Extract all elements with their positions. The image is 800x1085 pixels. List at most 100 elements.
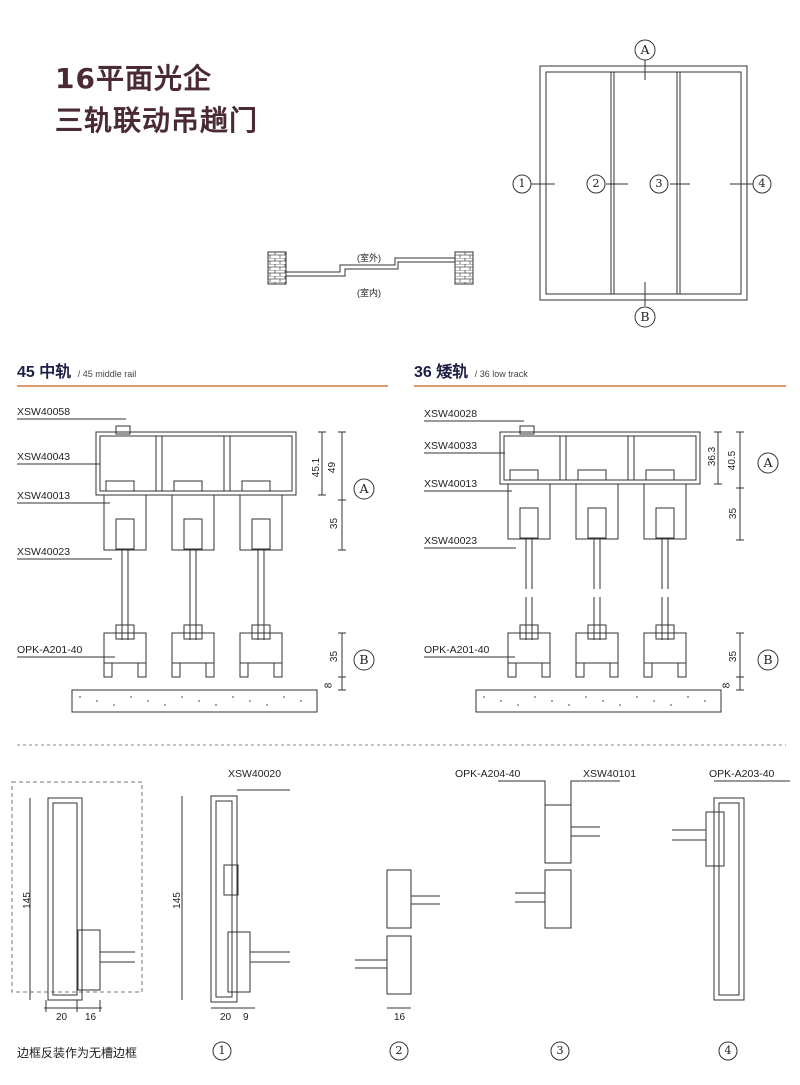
d1-frame-profile — [210, 795, 238, 1003]
elevation-marker-1: 1 — [518, 177, 526, 190]
d1-part-label: XSW40020 — [228, 768, 282, 780]
lt-bottom-guide-slot-1 — [519, 624, 539, 640]
mr-part-label-2: XSW40043 — [17, 451, 71, 463]
mr-sash-slot-3 — [251, 518, 271, 550]
lt-floor-speck-8 — [602, 700, 604, 702]
middle-rail-subtitle: / 45 middle rail — [77, 369, 137, 379]
elevation-marker-4-circle — [752, 174, 772, 194]
elevation-marker-a-circle — [634, 39, 656, 61]
left-wall-icon — [267, 251, 287, 285]
mr-roller-1 — [105, 480, 135, 492]
mr-floor-speck-10 — [232, 696, 234, 698]
lt-sash-slot-1 — [519, 507, 539, 539]
lt-marker-b-circle — [757, 649, 779, 671]
mr-guide-foot-r-2 — [205, 663, 215, 678]
mr-floor-speck-8 — [198, 700, 200, 702]
detail-marker-3: 3 — [556, 1044, 564, 1057]
lt-roller-2 — [577, 469, 607, 481]
lt-floor-slab — [475, 689, 722, 713]
d0-frame-inner — [52, 802, 78, 996]
detail-marker-1: 1 — [218, 1044, 226, 1057]
lt-part-label-5: OPK-A201-40 — [424, 644, 490, 656]
mr-sash-slot-2 — [183, 518, 203, 550]
mr-marker-a-circle — [353, 478, 375, 500]
elevation-marker-3: 3 — [655, 177, 663, 190]
mr-floor-speck-5 — [147, 700, 149, 702]
low-track-subtitle: / 36 low track — [474, 369, 528, 379]
d4-part-label: OPK-A203-40 — [709, 768, 775, 780]
d0-frame-profile — [47, 797, 83, 1001]
d3-part-label-2: XSW40101 — [583, 768, 637, 780]
lt-roller-3 — [645, 469, 675, 481]
elevation-frame — [539, 65, 748, 301]
elevation-marker-b-circle — [634, 306, 656, 328]
mr-bottom-guide-slot-3 — [251, 624, 271, 640]
lt-bottom-guide-1 — [507, 632, 551, 664]
d4-sash — [705, 811, 725, 867]
mr-floor-slab — [71, 689, 318, 713]
lt-part-label-2: XSW40033 — [424, 440, 478, 452]
elevation-marker-3-circle — [649, 174, 669, 194]
low-track-title: 36 矮轨 — [414, 364, 469, 381]
mr-floor-speck-14 — [300, 700, 302, 702]
mr-floor-speck-12 — [266, 704, 268, 706]
d0-dashed-box — [11, 781, 143, 993]
mr-bottom-guide-2 — [171, 632, 215, 664]
mr-sash-head-1 — [103, 494, 147, 551]
lt-floor-speck-12 — [670, 704, 672, 706]
mr-floor-speck-9 — [215, 704, 217, 706]
lt-sash-head-3 — [643, 483, 687, 540]
lt-top-rail — [499, 431, 701, 485]
mr-floor-speck-13 — [283, 696, 285, 698]
lt-sash-head-2 — [575, 483, 619, 540]
d3-upper-sash — [544, 804, 572, 864]
mr-floor-speck-11 — [249, 700, 251, 702]
mr-part-label-4: XSW40023 — [17, 546, 71, 558]
mr-floor-speck-7 — [181, 696, 183, 698]
lt-floor-speck-2 — [500, 700, 502, 702]
section-title-low-track: 36 矮轨 / 36 low track — [414, 358, 528, 382]
lt-roller-1 — [509, 469, 539, 481]
lt-floor-speck-1 — [483, 696, 485, 698]
detail-marker-4: 4 — [724, 1044, 732, 1057]
mr-marker-b: B — [359, 652, 369, 667]
d1-frame-inner — [215, 800, 233, 998]
lt-guide-foot-r-3 — [677, 663, 687, 678]
lt-bottom-guide-3 — [643, 632, 687, 664]
lt-bottom-guide-slot-3 — [655, 624, 675, 640]
lt-top-rail-inner — [503, 435, 697, 481]
mr-bottom-guide-slot-1 — [115, 624, 135, 640]
mr-floor-speck-6 — [164, 704, 166, 706]
door-plan-line-inner — [286, 261, 455, 277]
lt-guide-foot-r-1 — [541, 663, 551, 678]
d2-dim-16: 16 — [394, 1012, 406, 1023]
elevation-marker-2: 2 — [592, 177, 600, 190]
mr-part-label-5: OPK-A201-40 — [17, 644, 83, 656]
lt-floor-speck-5 — [551, 700, 553, 702]
lt-part-label-3: XSW40013 — [424, 478, 478, 490]
lt-floor-speck-9 — [619, 704, 621, 706]
lt-floor-speck-14 — [704, 700, 706, 702]
d0-dim-16: 16 — [85, 1012, 97, 1023]
elevation-frame-inner — [545, 71, 742, 295]
middle-rail-title: 45 中轨 — [17, 364, 72, 381]
lt-sash-head-1 — [507, 483, 551, 540]
d3-leader-1 — [498, 780, 546, 805]
d0-dim-20: 20 — [56, 1012, 68, 1023]
inside-label: (室内) — [357, 288, 381, 298]
detail-marker-2: 2 — [395, 1044, 403, 1057]
mr-guide-foot-l-2 — [171, 663, 181, 678]
lt-floor-speck-7 — [585, 696, 587, 698]
elevation-marker-1-circle — [512, 174, 532, 194]
lt-part-label-1: XSW40028 — [424, 408, 478, 420]
lt-cap-profile — [519, 425, 535, 435]
detail-marker-4-circle — [718, 1041, 738, 1061]
mr-marker-b-circle — [353, 649, 375, 671]
section-title-middle-rail: 45 中轨 / 45 middle rail — [17, 358, 136, 382]
mr-guide-foot-r-1 — [137, 663, 147, 678]
mr-floor-speck-2 — [96, 700, 98, 702]
d3-part-label-1: OPK-A204-40 — [455, 768, 521, 780]
mr-floor-speck-4 — [130, 696, 132, 698]
mr-sash-head-2 — [171, 494, 215, 551]
outside-label: (室外) — [357, 253, 381, 263]
